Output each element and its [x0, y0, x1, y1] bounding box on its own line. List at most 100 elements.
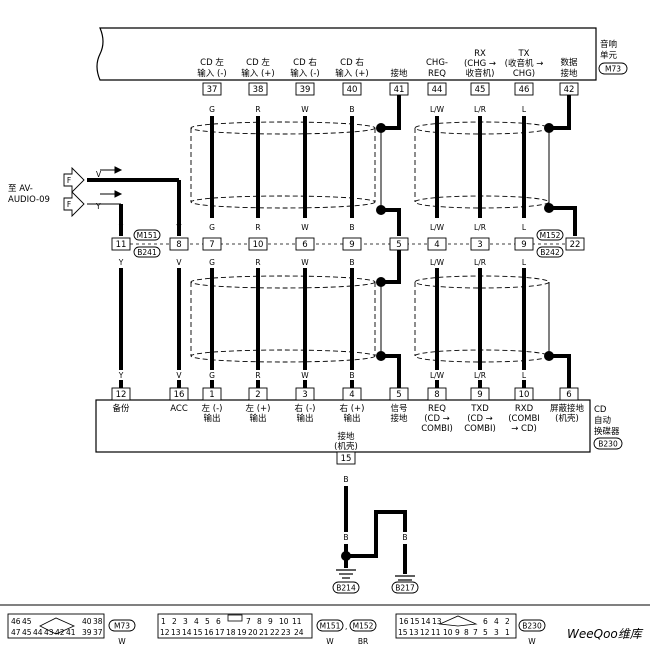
legend-badge-m151-text: M151 [320, 622, 341, 631]
legend-key-shape [39, 617, 75, 635]
legend-connector-m73: 46 45 40 38 47 45 44 43 42 41 39 37 M73 … [7, 613, 136, 646]
top-pin-41: 41 [394, 85, 405, 95]
mid-pin: 8 [176, 240, 181, 250]
legend-pin: 16 [399, 617, 409, 626]
bottom-pin: 9 [477, 390, 482, 400]
legend-pin: 17 [215, 628, 225, 637]
mid-pin-box [342, 237, 362, 251]
bottom-wire-colors: Y V G R W B L/W L/R L [118, 371, 527, 380]
top-pin-39: 39 [300, 85, 311, 95]
legend-pin: 24 [294, 628, 304, 637]
bottom-pin: 10 [519, 390, 530, 400]
wire-color: G [209, 371, 215, 380]
splice-dot [544, 351, 554, 361]
wire-color: Y [118, 258, 124, 267]
ground-badge-b214 [332, 581, 360, 594]
bottom-pin-boxes [111, 387, 579, 401]
mid-pin: 6 [302, 240, 307, 250]
top-pin-45: 45 [475, 85, 486, 95]
legend-color-m73: W [118, 637, 126, 646]
top-label-46c: CHG) [513, 69, 535, 79]
bottom-pin-box [389, 387, 409, 401]
wire-color: R [255, 258, 260, 267]
wire-color: B [349, 223, 354, 232]
wire-color: V [176, 371, 182, 380]
top-pin-38: 38 [253, 85, 264, 95]
wire-data-ground-42-upper [549, 95, 571, 130]
legend-pin: 7 [473, 628, 478, 637]
fuse-icon [63, 190, 85, 218]
legend-badge-m73 [108, 619, 136, 632]
mid-pin: 7 [209, 240, 214, 250]
legend-pin: 13 [409, 628, 419, 637]
top-pin-box-39 [295, 82, 315, 96]
cd-changer-label-3: 换碟器 [594, 426, 620, 437]
top-label-46a: TX [517, 49, 529, 59]
bottom-label: 屏蔽接地 [550, 403, 585, 414]
mid-pin: 9 [521, 240, 526, 250]
mid-pin-box [248, 237, 268, 251]
wire-ground-5-upper [381, 208, 401, 236]
external-fuses [63, 166, 85, 218]
mid-pin-box [427, 237, 447, 251]
bottom-pin: 4 [349, 390, 354, 400]
top-pin-42: 42 [564, 85, 575, 95]
wire-color-top-g: G [209, 105, 215, 114]
wire-22-upper [549, 206, 577, 236]
top-pin-box-45 [470, 82, 490, 96]
bottom-pin-box [111, 387, 131, 401]
wire-color: W [301, 258, 309, 267]
mid-pin-box [470, 237, 490, 251]
legend-key-shape [227, 614, 243, 622]
legend-key-shape [438, 615, 478, 627]
ground-wire [346, 510, 407, 558]
legend-pin: 14 [182, 628, 192, 637]
mid-pin: 4 [434, 240, 439, 250]
mid-lower-wire-colors: Y V G R W B L/W L/R L [118, 258, 527, 267]
bottom-label: ACC [170, 404, 188, 414]
mid-badge-b242-text: B242 [540, 248, 560, 257]
legend-pin: 9 [268, 617, 273, 626]
top-label-41a: 接地 [390, 68, 408, 79]
mid-badge-b242 [536, 246, 564, 258]
legend-pin: 43 [44, 628, 54, 637]
ground-wire-c: B [402, 533, 407, 542]
bottom-wire-stubs [119, 380, 526, 388]
legend-badge-b230 [518, 619, 546, 632]
cd-changer-badge [593, 437, 623, 450]
mid-pin-box [202, 237, 222, 251]
shield-drains-lower [380, 282, 550, 356]
mid-badge-m152-text: M152 [540, 231, 561, 240]
wires-upper [87, 95, 577, 236]
legend-pin: 15 [193, 628, 203, 637]
legend-connector-m151-m152: 1 2 3 4 5 6 7 8 9 10 11 12 13 14 15 16 1… [157, 613, 377, 646]
external-wire-v: V [96, 170, 102, 179]
ground-splice-dot [341, 551, 351, 561]
chassis-ground-label-2: (机壳) [334, 441, 358, 452]
bottom-label: COMBI) [421, 424, 453, 434]
mid-pin: 22 [570, 240, 581, 250]
wires-lower [119, 250, 571, 388]
legend-badge-b230-text: B230 [522, 622, 542, 631]
top-label-40a: CD 右 [340, 57, 364, 68]
bottom-pin: 6 [566, 390, 571, 400]
wire-color: L [522, 258, 527, 267]
wire-color-top-w: W [301, 105, 309, 114]
legend-pin: 11 [431, 628, 441, 637]
wire-color-top-b: B [349, 105, 354, 114]
arrow-head [114, 190, 123, 198]
mid-pin: 3 [477, 240, 482, 250]
wire-color-top-r: R [255, 105, 260, 114]
splice-dot [376, 277, 386, 287]
top-label-39b: 输入 (-) [290, 68, 319, 79]
mid-upper-wire-colors: Y V G R W B L/W L/R L [118, 223, 527, 232]
ground-symbols [336, 569, 415, 581]
bottom-pin: 2 [255, 390, 260, 400]
bottom-label: 右 (+) [340, 403, 365, 414]
legend-pin: 3 [494, 628, 499, 637]
shield-ellipse [190, 349, 376, 363]
top-label-37a: CD 左 [200, 57, 224, 68]
fuse-label-1: F [67, 176, 71, 185]
wire-color: R [255, 223, 260, 232]
legend-pin: 42 [55, 628, 65, 637]
